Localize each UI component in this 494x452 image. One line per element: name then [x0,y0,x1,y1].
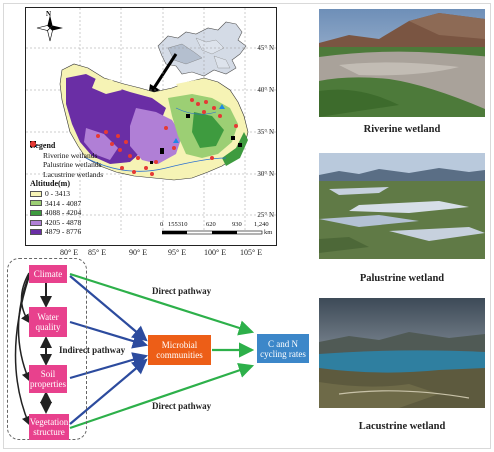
direct-arrow-vegetation [69,362,255,430]
legend-title: Legend [30,141,56,150]
water-quality-box: Water quality [29,307,67,337]
altitude-class-3: 4088 - 4204 [30,208,103,218]
map-graphic [26,8,276,233]
altitude-class-2: 3414 - 4087 [30,199,103,209]
lon-label: 100° E [204,248,227,257]
indirect-arrow-water [69,320,149,349]
lat-label: 40° N [257,86,274,94]
riverine-photo [319,9,485,117]
lacustrine-photo [319,298,485,408]
palustrine-caption: Palustrine wetland [359,273,445,284]
direct-pathway-top-label: Direct pathway [152,286,212,296]
legend-riverine: Riverine wetlands [30,141,103,161]
altitude-class-4: 4205 - 4878 [30,218,103,228]
lon-label: 80° E [60,248,79,257]
cycling-rates-box: C and N cycling rates [257,334,309,363]
lat-label: 35° N [257,128,274,136]
legend-palustrine: Palustrine wetlands [30,141,103,170]
direct-arrow-climate [69,272,255,336]
indirect-arrow-vegetation [69,358,148,425]
compass-label: N [46,10,52,18]
altitude-class-1: 0 - 3413 [30,189,103,199]
map-legend: Legend Riverine wetlands Palustrine wetl… [30,141,103,237]
indirect-pathway-label: Indirect pathway [59,345,126,355]
indirect-arrow-climate [69,275,148,342]
lon-label: 85° E [88,248,107,257]
locator-arrow [152,53,178,89]
study-area-map: Legend Riverine wetlands Palustrine wetl… [25,7,277,246]
compass-icon [36,15,63,42]
lat-label: 30° N [257,170,274,178]
legend-lacustrine: Lacustrine wetlands [30,141,103,180]
lon-label: 95° E [168,248,187,257]
altitude-class-5: 4879 - 8776 [30,227,103,237]
climate-box: Climate [29,265,67,283]
lat-label: 25° N [257,211,274,219]
soil-properties-box: Soil properties [29,365,67,393]
lon-label: 90° E [129,248,148,257]
pathway-arrows [14,272,255,430]
lat-label: 45° N [257,44,274,52]
vegetation-structure-box: Vegetation structure [29,414,69,440]
lacustrine-caption: Lacustrine wetland [358,421,446,432]
lacustrine-sites [96,98,238,176]
lon-label: 105° E [240,248,263,257]
palustrine-photo [319,153,485,259]
riverine-caption: Riverine wetland [363,124,441,135]
altitude-title: Altitude(m) [30,179,70,189]
microbial-communities-box: Microbial communities [148,335,211,365]
direct-pathway-bottom-label: Direct pathway [152,401,212,411]
